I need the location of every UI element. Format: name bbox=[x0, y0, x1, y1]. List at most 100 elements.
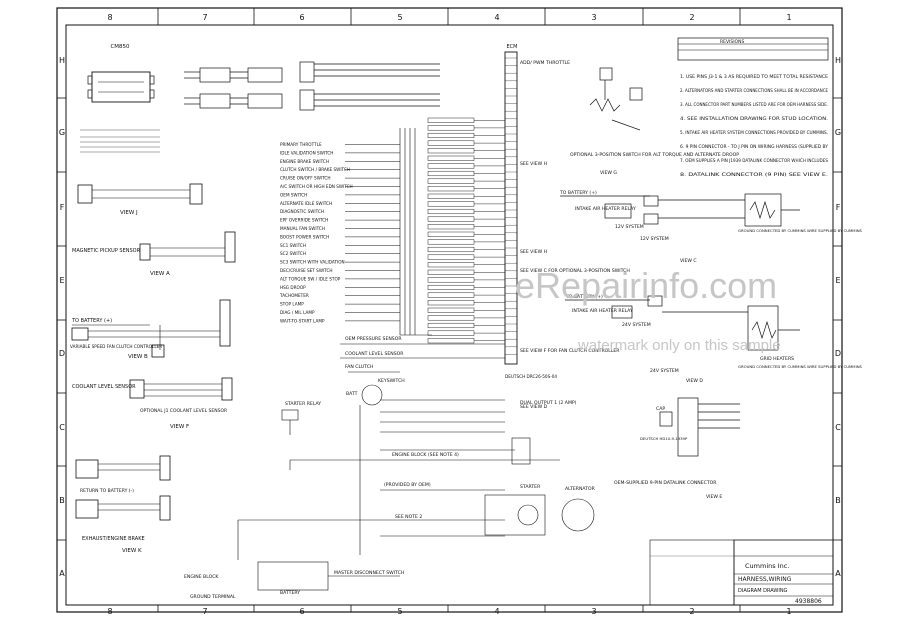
ground-terminal-label: GROUND TERMINAL bbox=[190, 594, 236, 600]
see-view-f-label: SEE VIEW F FOR FAN CLUTCH CONTROLLER bbox=[520, 348, 620, 354]
cm850-pin-table bbox=[80, 129, 160, 153]
view-e-label: VIEW E bbox=[706, 494, 722, 500]
fan-clutch-center-label: FAN CLUTCH bbox=[345, 364, 373, 370]
row-label: F bbox=[60, 203, 65, 212]
col-label: 4 bbox=[494, 607, 499, 616]
switch-label: A/C SWITCH OR HIGH EDN SWITCH bbox=[280, 184, 353, 189]
provided-oem-label: (PROVIDED BY OEM) bbox=[384, 482, 431, 488]
col-label: 6 bbox=[299, 607, 304, 616]
note-line: 7. OEM SUPPLIES A PIN J1939 DATALINK CON… bbox=[680, 158, 828, 164]
col-label: 2 bbox=[689, 607, 694, 616]
lower-center-labels: OEM PRESSURE SENSOR COOLANT LEVEL SENSOR… bbox=[184, 336, 596, 600]
note-line: 6. 9 PIN CONNECTOR - TO J PIN ON WIRING … bbox=[680, 144, 828, 150]
view-g-label: VIEW G bbox=[600, 170, 617, 176]
col-label: 7 bbox=[202, 13, 207, 22]
switch-label: SC3 SWITCH WITH VALIDATION bbox=[280, 260, 345, 265]
coolant-level-sensor-left: COOLANT LEVEL SENSOR OPTIONAL J1 COOLANT… bbox=[72, 377, 233, 430]
signal-label-box bbox=[427, 170, 475, 177]
cm850-module: CM850 bbox=[87, 44, 155, 103]
to-battery-c-label: TO BATTERY (+) bbox=[559, 190, 597, 196]
datalink-label: OEM-SUPPLIED 9-PIN DATALINK CONNECTOR bbox=[614, 480, 717, 486]
row-label: E bbox=[835, 276, 840, 285]
to-battery-d-label: TO BATTERY (+) bbox=[565, 294, 603, 300]
view-e-datalink bbox=[659, 397, 740, 457]
deutsch-hd-label: DEUTSCH HD10-9-1939P bbox=[640, 436, 688, 441]
row-label: H bbox=[835, 56, 841, 65]
signal-label-box bbox=[427, 178, 475, 184]
note-line: 3. ALL CONNECTOR PART NUMBERS LISTED ARE… bbox=[680, 102, 828, 108]
signal-label-box bbox=[427, 262, 475, 268]
signal-label-box bbox=[427, 338, 475, 344]
signal-label-box bbox=[427, 330, 475, 336]
view-c-label: VIEW C bbox=[680, 258, 697, 264]
switch-label: IDLE VALIDATION SWITCH bbox=[280, 150, 333, 155]
signal-label-box bbox=[427, 208, 475, 215]
row-label: F bbox=[836, 203, 841, 212]
ecm-throttle-label: ADD/ PWM THROTTLE bbox=[520, 60, 570, 66]
cap-label: CAP bbox=[656, 406, 665, 412]
switch-label: ALTERNATE IDLE SWITCH bbox=[280, 201, 332, 206]
switch-label: PRIMARY THROTTLE bbox=[280, 142, 322, 147]
exhaust-brake-label: EXHAUST/ENGINE BRAKE bbox=[82, 536, 145, 542]
master-disconnect-label: MASTER DISCONNECT SWITCH bbox=[334, 570, 404, 576]
view-j-label: VIEW J bbox=[120, 210, 138, 216]
starter-label: STARTER bbox=[520, 484, 541, 490]
revisions-block: REVISIONS bbox=[677, 37, 829, 61]
note-line: 2. ALTERNATORS AND STARTER CONNECTIONS S… bbox=[680, 88, 828, 94]
magnetic-pickup-sensor: MAGNETIC PICKUP SENSOR VIEW A bbox=[72, 231, 236, 277]
switch-label: DEC/CRUISE SET SWITCH bbox=[280, 268, 333, 273]
signal-label-box bbox=[427, 269, 475, 275]
signal-label-box bbox=[427, 315, 475, 321]
switch-label: CRUISE ON/OFF SWITCH bbox=[280, 176, 330, 181]
signal-label-stack bbox=[427, 117, 505, 344]
row-label: E bbox=[59, 276, 64, 285]
signal-label-box bbox=[427, 277, 475, 283]
row-label: H bbox=[59, 56, 65, 65]
row-label: B bbox=[59, 496, 65, 505]
top-connector-group bbox=[184, 61, 440, 111]
row-label: A bbox=[835, 569, 841, 578]
col-label: 7 bbox=[202, 607, 207, 616]
see-view-c-label: SEE VIEW C FOR OPTIONAL 3-POSITION SWITC… bbox=[520, 268, 630, 274]
view-g-switch bbox=[589, 67, 643, 131]
row-labels-right: H G F E D C B A bbox=[835, 56, 841, 578]
signal-label-box bbox=[427, 216, 475, 222]
view-g-labels: OPTIONAL 3-POSITION SWITCH FOR ALT TORQU… bbox=[570, 152, 739, 176]
col-label: 4 bbox=[494, 13, 499, 22]
12v-label: 12V SYSTEM bbox=[615, 224, 644, 230]
starter-relay-label: STARTER RELAY bbox=[285, 401, 321, 407]
switch-label: CLUTCH SWITCH / BRAKE SWITCH bbox=[280, 167, 350, 172]
view-f-label: VIEW F bbox=[170, 424, 189, 430]
switch-label: HSG DROOP bbox=[280, 285, 306, 290]
col-label: 3 bbox=[591, 607, 596, 616]
note-line: 4. SEE INSTALLATION DRAWING FOR STUD LOC… bbox=[680, 116, 828, 122]
24v-label: 24V SYSTEM bbox=[622, 322, 651, 328]
see-view-h-label: SEE VIEW H bbox=[520, 161, 547, 167]
switch-label: MANUAL FAN SWITCH bbox=[280, 226, 325, 231]
grid-heater-label: GRID HEATERS bbox=[760, 356, 794, 362]
column-labels-top: 8 7 6 5 4 3 2 1 bbox=[107, 13, 791, 22]
signal-label-box bbox=[427, 148, 475, 154]
optional-coolant-label: OPTIONAL J1 COOLANT LEVEL SENSOR bbox=[140, 408, 227, 414]
revisions-header: REVISIONS bbox=[720, 39, 744, 45]
col-label: 8 bbox=[107, 607, 112, 616]
view-a-label: VIEW A bbox=[150, 271, 170, 277]
deutsch-ecm-label: DEUTSCH DRC26-50S-04 bbox=[505, 374, 557, 379]
intake-heater-d-label: INTAKE AIR HEATER RELAY bbox=[572, 308, 633, 314]
battery-label: BATTERY bbox=[280, 590, 300, 596]
row-label: B bbox=[835, 496, 841, 505]
dual-output-label: DUAL OUTPUT 1 (2 AMP) bbox=[520, 400, 577, 406]
see-view-h-label-2: SEE VIEW H bbox=[520, 249, 547, 255]
signal-label-box bbox=[427, 284, 475, 291]
coolant-level-label: COOLANT LEVEL SENSOR bbox=[72, 384, 136, 390]
ecm-right-labels: ADD/ PWM THROTTLE SEE VIEW H SEE VIEW H … bbox=[520, 60, 630, 410]
switch-label: SC1 SWITCH bbox=[280, 243, 306, 248]
title-block: Cummins Inc. HARNESS,WIRING DIAGRAM DRAW… bbox=[649, 539, 834, 606]
switch-label: SC2 SWITCH bbox=[280, 251, 306, 256]
view-k-label: VIEW K bbox=[122, 548, 142, 554]
fan-clutch-label: VARIABLE SPEED FAN CLUTCH CONTROLLER bbox=[70, 344, 162, 349]
row-label: D bbox=[59, 349, 65, 358]
col-label: 2 bbox=[689, 13, 694, 22]
view-d-labels: TO BATTERY (+) INTAKE AIR HEATER RELAY 2… bbox=[565, 294, 863, 384]
